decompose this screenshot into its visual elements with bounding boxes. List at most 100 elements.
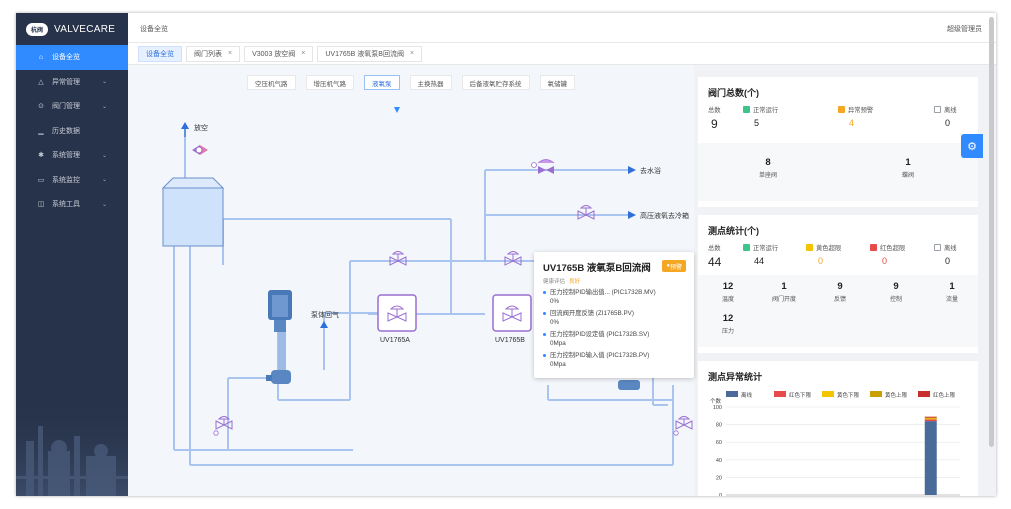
sidebar-item-label: 阀门管理 (52, 103, 80, 111)
health-assessment: 健康评估良好 (543, 277, 685, 285)
valve-icon: ⊙ (38, 103, 44, 111)
process-subtabs: 空压机气路增压机气路液氧泵主换热器后备液氧贮存系统氧储罐 (128, 75, 694, 90)
valve-uv1765b-label: UV1765B (495, 337, 525, 344)
tab-label: UV1765B 液氧泵B回流阀 (325, 50, 404, 58)
history-icon: ▁ (38, 127, 44, 135)
settings-gear-icon[interactable]: ⚙ (961, 134, 983, 158)
anomaly-title: 测点异常统计 (708, 372, 763, 382)
valve-uv1765a[interactable] (377, 294, 417, 332)
valve-type-count: 8 (765, 157, 771, 168)
close-icon[interactable]: × (301, 50, 306, 57)
sidebar-item-label: 系统工具 (52, 201, 80, 209)
popup-param-value: 0Mpa (550, 361, 566, 368)
sidebar-item-3[interactable]: ▁ 历史数据 (16, 119, 128, 144)
page-scrollbar[interactable] (989, 17, 994, 447)
tab-label: 阀门列表 (194, 50, 222, 58)
pump-return-gas-label: 泵体回气 (311, 310, 339, 319)
chevron-down-icon: ⌄ (102, 201, 108, 208)
popup-param-value: 0Mpa (550, 340, 566, 347)
tab-3[interactable]: UV1765B 液氧泵B回流阀 × (317, 45, 423, 62)
subtab-2[interactable]: 液氧泵 (364, 75, 400, 90)
drain-valve-right-icon[interactable] (673, 416, 693, 436)
home-icon: ⌂ (38, 53, 44, 61)
point-type-count: 1 (949, 281, 955, 292)
vent-valve-icon[interactable] (192, 145, 208, 155)
valve-total-label: 总数 (708, 107, 721, 114)
sidebar-item-4[interactable]: ✱系统管理⌄ (16, 143, 128, 168)
chevron-down-icon: ⌄ (102, 79, 108, 86)
warning-badge[interactable]: ● 预警 (662, 260, 686, 272)
legend-swatch (774, 391, 786, 397)
legend-swatch (726, 391, 738, 397)
popup-param-name: 压力控制PID输出值... (PIC1732B.MV) (543, 288, 685, 297)
y-tick-label: 20 (716, 475, 722, 481)
warn-status-icon (838, 106, 845, 113)
close-icon[interactable]: × (409, 50, 415, 57)
yellow-status-icon (806, 244, 813, 251)
points-offline-value: 0 (945, 256, 951, 266)
sidebar-item-0[interactable]: ⌂设备全览 (16, 45, 128, 70)
tab-1[interactable]: 阀门列表 × (186, 45, 241, 62)
sidebar-item-1[interactable]: △异常管理⌄ (16, 70, 128, 95)
valve-type-single-seat[interactable]: 8 单座阀 (738, 157, 798, 179)
legend-label: 红色上限 (933, 391, 956, 399)
user-menu[interactable]: 超级管理员 (947, 26, 982, 33)
point-type-count: 12 (722, 281, 734, 292)
offline-status-icon (934, 106, 941, 113)
valve-offline-label: 离线 (934, 105, 957, 114)
point-type-count: 12 (722, 313, 734, 324)
line-valve-a-icon[interactable] (389, 251, 407, 266)
brand-logo: 杭阀 VALVECARE (16, 13, 128, 45)
popup-param-value: 0% (550, 298, 560, 305)
valve-warn-label-text: 异常预警 (848, 107, 874, 114)
points-red-value: 0 (882, 256, 888, 266)
tab-2[interactable]: V3003 放空阀 × (244, 45, 314, 62)
valve-offline-label-text: 离线 (944, 107, 957, 114)
sidebar-item-5[interactable]: ▭系统监控⌄ (16, 168, 128, 193)
to-hp-cooling-arrow (628, 211, 636, 219)
drain-valve-left-icon[interactable] (213, 416, 233, 436)
tab-0[interactable]: 设备全览 (138, 45, 182, 62)
sidebar-item-6[interactable]: ◫系统工具⌄ (16, 192, 128, 217)
subtab-0[interactable]: 空压机气路 (247, 75, 296, 90)
point-type-4[interactable]: 1 流量 (930, 281, 974, 303)
points-card: 测点统计(个) 总数 44 正常运行 44 黄色超限 0 红色超限 0 离线 0… (698, 215, 978, 353)
subtab-5[interactable]: 氧储罐 (539, 75, 575, 90)
subtab-3[interactable]: 主换热器 (409, 75, 452, 90)
close-icon[interactable]: × (228, 50, 233, 57)
sidebar-item-label: 系统监控 (52, 176, 80, 184)
y-axis-label: 个数 (710, 397, 722, 405)
valve-type-label: 单座阀 (758, 173, 777, 179)
chevron-down-icon: ⌄ (102, 177, 108, 184)
legend-label: 黄色上限 (885, 391, 908, 399)
subtab-1[interactable]: 增压机气路 (305, 75, 354, 90)
factory-illustration (16, 396, 128, 496)
hp-cooling-valve-icon[interactable] (577, 205, 595, 220)
sidebar-item-2[interactable]: ⊙阀门管理⌄ (16, 94, 128, 119)
liquid-oxygen-tank (161, 177, 225, 247)
tab-label: V3003 放空阀 (252, 50, 296, 58)
points-normal-label-text: 正常运行 (753, 245, 779, 252)
cold-bath-valve-icon[interactable] (531, 159, 555, 175)
valve-uv1765b[interactable] (492, 294, 532, 332)
breadcrumb: 设备全览 (140, 26, 168, 33)
valve-warn-label: 异常预警 (838, 105, 873, 114)
line-valve-b-icon[interactable] (504, 251, 522, 266)
sidebar-item-label: 历史数据 (52, 127, 80, 135)
valve-warn-value: 4 (849, 118, 855, 128)
tab-label: 设备全览 (146, 50, 174, 58)
sidebar-item-label: 异常管理 (52, 78, 80, 86)
point-type-label: 控制 (889, 297, 902, 303)
y-tick-label: 0 (719, 493, 722, 496)
point-type-label: 流量 (945, 297, 958, 303)
subtab-4[interactable]: 后备液氧贮存系统 (461, 75, 530, 90)
points-yellow-label-text: 黄色超限 (816, 245, 842, 252)
health-label: 健康评估 (543, 279, 566, 285)
